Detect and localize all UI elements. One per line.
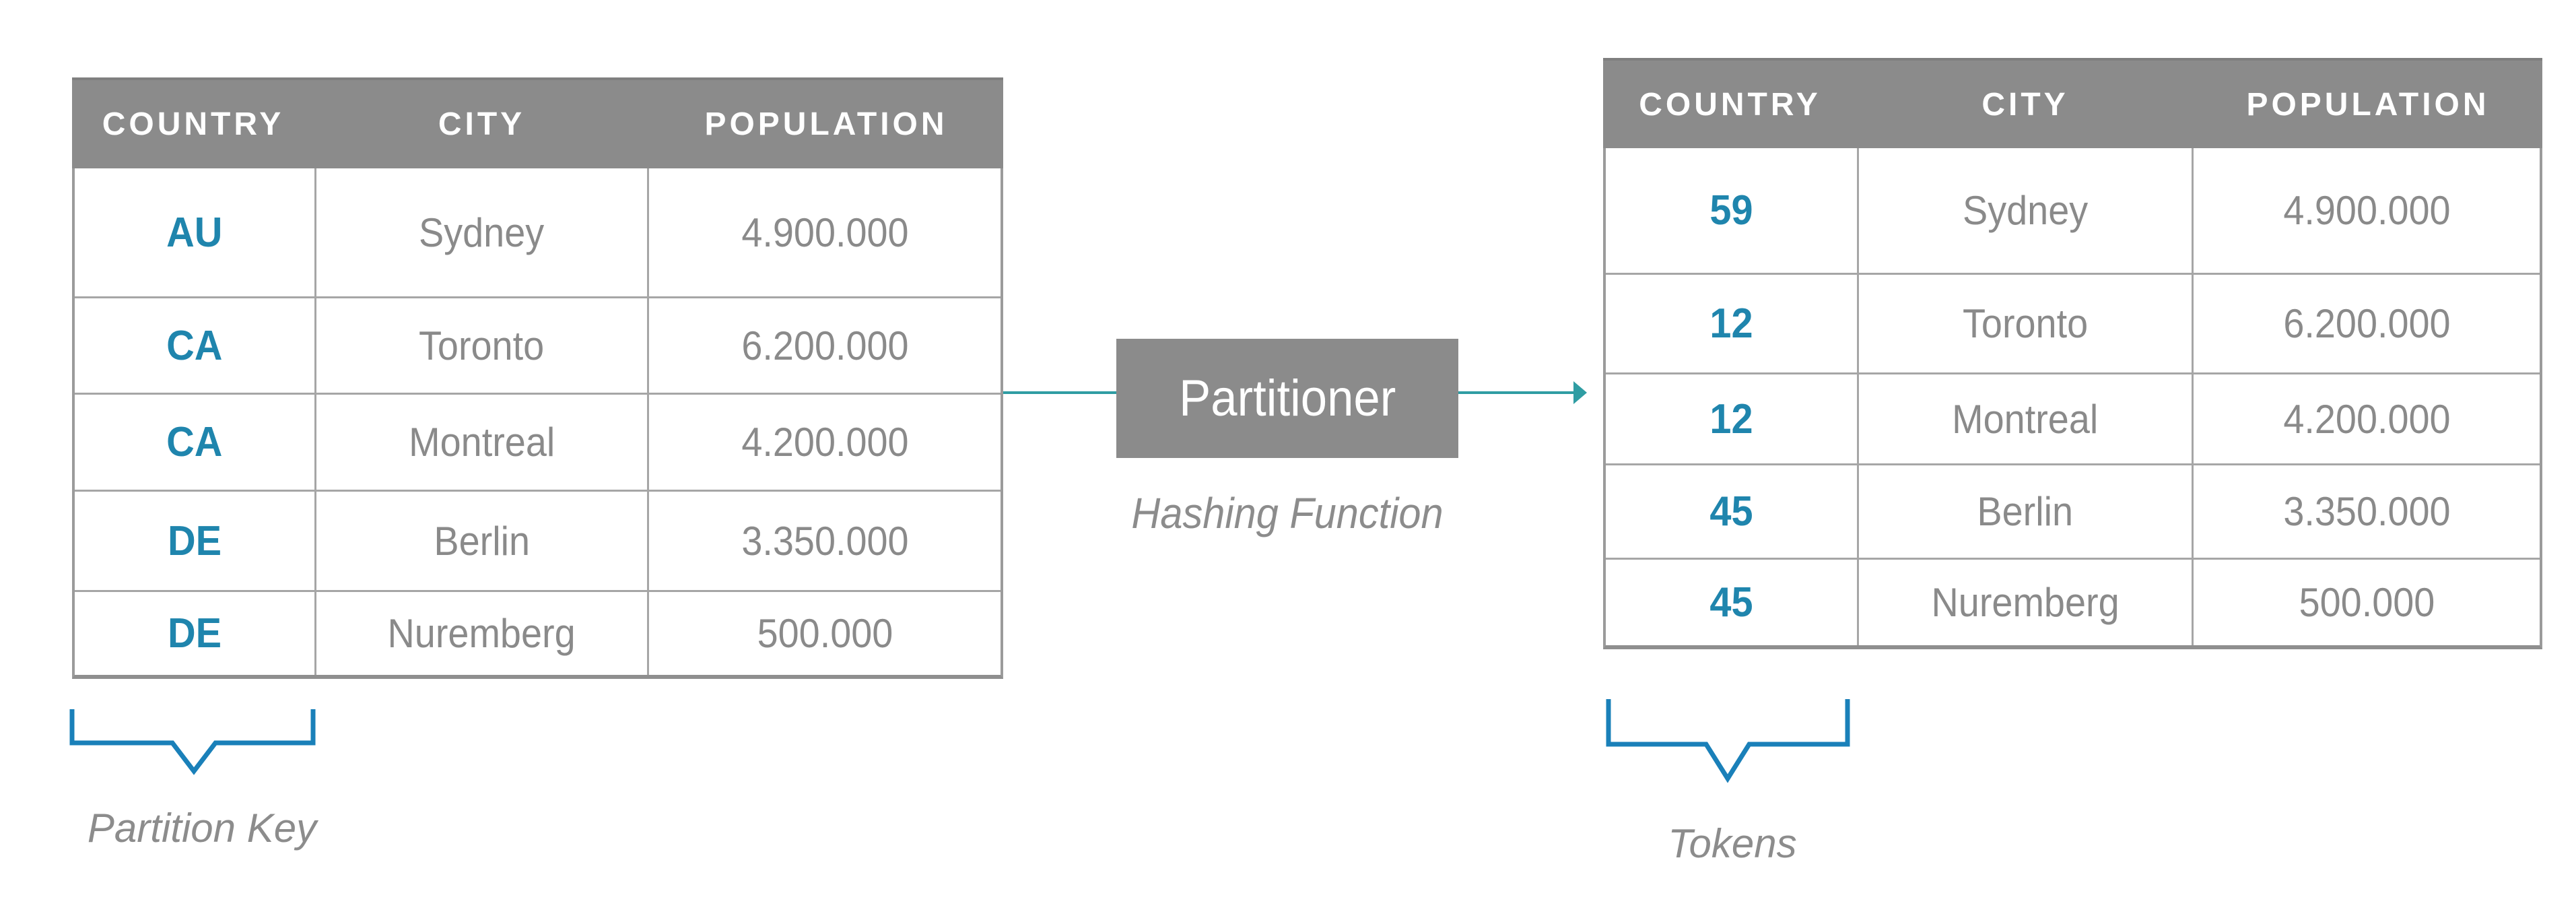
population-cell: 500.000: [2192, 560, 2540, 645]
tokens-table: COUNTRY CITY POPULATION 59 Sydney 4.900.…: [1603, 58, 2542, 649]
source-table: COUNTRY CITY POPULATION AU Sydney 4.900.…: [72, 77, 1003, 679]
city-cell: Toronto: [1857, 275, 2192, 372]
column-header-country: COUNTRY: [102, 106, 285, 142]
column-header-country: COUNTRY: [1639, 86, 1821, 123]
tokens-label: Tokens: [1668, 821, 1797, 866]
partitioner-label: Partitioner: [1178, 370, 1396, 427]
token-cell: 45: [1709, 579, 1753, 626]
population-cell: 4.900.000: [2192, 148, 2540, 273]
token-cell: 12: [1709, 300, 1753, 347]
city-cell: Berlin: [314, 492, 647, 590]
city-cell: Montreal: [314, 395, 647, 490]
flow-line-left: [1003, 391, 1116, 394]
population-cell: 500.000: [647, 592, 1001, 675]
column-header-population: POPULATION: [2246, 86, 2490, 123]
column-header-city: CITY: [438, 106, 526, 142]
city-cell: Toronto: [314, 298, 647, 393]
city-cell: Sydney: [314, 168, 647, 296]
population-cell: 4.200.000: [2192, 374, 2540, 463]
city-cell: Nuremberg: [1857, 560, 2192, 645]
tokens-table-header: COUNTRY CITY POPULATION: [1603, 58, 2542, 148]
table-row: 59 Sydney 4.900.000: [1606, 148, 2540, 273]
country-code-cell: CA: [166, 419, 223, 465]
column-header-city: CITY: [1981, 86, 2069, 123]
table-row: 45 Nuremberg 500.000: [1606, 558, 2540, 645]
country-code-cell: AU: [166, 209, 223, 256]
population-cell: 6.200.000: [2192, 275, 2540, 372]
city-cell: Sydney: [1857, 148, 2192, 273]
table-row: 12 Montreal 4.200.000: [1606, 372, 2540, 463]
table-row: CA Montreal 4.200.000: [75, 393, 1001, 490]
city-cell: Nuremberg: [314, 592, 647, 675]
table-row: 45 Berlin 3.350.000: [1606, 463, 2540, 558]
table-row: DE Nuremberg 500.000: [75, 590, 1001, 675]
tokens-bracket: [1606, 699, 1850, 783]
partition-key-label: Partition Key: [87, 806, 317, 851]
table-row: AU Sydney 4.900.000: [75, 168, 1001, 296]
arrow-right-icon: [1573, 381, 1587, 404]
table-row: 12 Toronto 6.200.000: [1606, 273, 2540, 372]
flow-line-right: [1458, 391, 1574, 394]
token-cell: 59: [1709, 187, 1753, 234]
country-code-cell: DE: [167, 517, 222, 564]
table-row: CA Toronto 6.200.000: [75, 296, 1001, 393]
country-code-cell: DE: [167, 610, 222, 657]
population-cell: 3.350.000: [2192, 465, 2540, 558]
country-code-cell: CA: [166, 322, 223, 369]
source-table-header: COUNTRY CITY POPULATION: [72, 77, 1003, 168]
tokens-table-body: 59 Sydney 4.900.000 12 Toronto 6.200.000…: [1603, 148, 2542, 649]
table-row: DE Berlin 3.350.000: [75, 490, 1001, 590]
partitioner-box: Partitioner: [1116, 339, 1458, 458]
hashing-function-label: Hashing Function: [1131, 489, 1444, 537]
population-cell: 4.900.000: [647, 168, 1001, 296]
population-cell: 6.200.000: [647, 298, 1001, 393]
partition-key-bracket: [69, 709, 316, 775]
token-cell: 12: [1709, 395, 1753, 442]
city-cell: Berlin: [1857, 465, 2192, 558]
population-cell: 4.200.000: [647, 395, 1001, 490]
column-header-population: POPULATION: [704, 106, 948, 142]
source-table-body: AU Sydney 4.900.000 CA Toronto 6.200.000…: [72, 168, 1003, 679]
token-cell: 45: [1709, 488, 1753, 535]
population-cell: 3.350.000: [647, 492, 1001, 590]
city-cell: Montreal: [1857, 374, 2192, 463]
